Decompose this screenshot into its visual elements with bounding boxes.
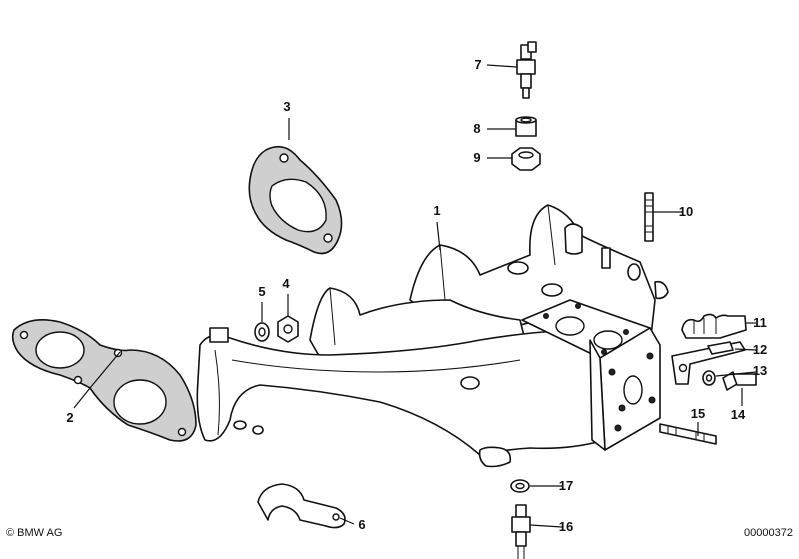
leader-line-6 [339, 517, 355, 525]
washer-5-part [254, 322, 270, 342]
callout-3: 3 [283, 99, 290, 114]
seal-ring-part [510, 479, 530, 493]
clamp-part [257, 483, 346, 529]
callout-13: 13 [753, 363, 767, 378]
callout-8: 8 [473, 121, 480, 136]
callout-11: 11 [753, 315, 767, 330]
washer-13-part [702, 370, 716, 386]
gasket-double-part [11, 319, 197, 442]
leader-line-2 [73, 387, 91, 409]
callout-17: 17 [559, 478, 573, 493]
leader-line-1 [436, 221, 441, 251]
copyright-label: © BMW AG [6, 527, 63, 539]
callout-7: 7 [474, 57, 481, 72]
callout-2: 2 [66, 410, 73, 425]
stud-bolt-15-part [659, 423, 717, 445]
leader-line-16 [529, 524, 563, 528]
hex-fitting-part [511, 147, 541, 171]
leader-line-12 [734, 348, 757, 351]
leader-line-13 [715, 371, 757, 377]
callout-4: 4 [282, 276, 290, 291]
callout-16: 16 [559, 519, 573, 534]
stud-bolt-10-part [644, 192, 654, 242]
cable-holder-part [681, 313, 747, 339]
leader-line-2 [89, 351, 121, 389]
callout-5: 5 [258, 284, 265, 299]
hex-bolt-part [722, 371, 757, 391]
temperature-sensor-16-part [511, 504, 531, 559]
bracket-part [671, 341, 746, 385]
gasket-single-part [248, 145, 343, 255]
callout-15: 15 [691, 406, 705, 421]
nut-part [277, 315, 299, 343]
callout-10: 10 [679, 204, 693, 219]
reducer-fitting-part [515, 116, 537, 137]
intake-manifold-part [196, 204, 669, 468]
diagram-number-label: 00000372 [744, 527, 793, 539]
temperature-sensor-7-part [516, 41, 537, 99]
callout-6: 6 [358, 517, 365, 532]
callout-12: 12 [753, 342, 767, 357]
callout-9: 9 [473, 150, 480, 165]
leader-line-7 [486, 64, 518, 68]
callout-1: 1 [433, 203, 440, 218]
callout-14: 14 [731, 407, 746, 422]
